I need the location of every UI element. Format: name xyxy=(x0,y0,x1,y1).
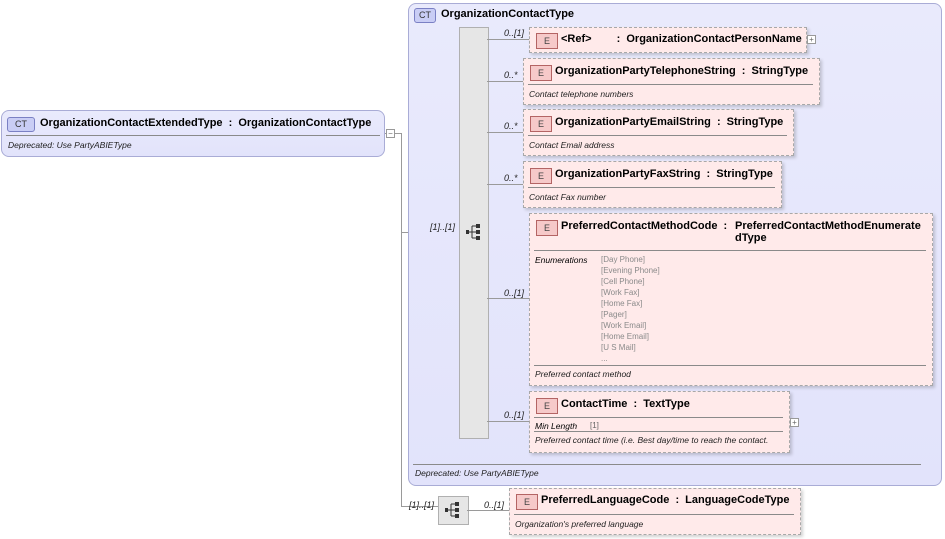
expand-toggle[interactable]: + xyxy=(807,35,816,44)
element-icon: E xyxy=(536,220,558,236)
expand-toggle[interactable]: + xyxy=(790,418,799,427)
complex-type-icon: CT xyxy=(414,8,436,23)
element-type: PreferredContactMethodEnumerate xyxy=(735,220,921,232)
facet-value: [1] xyxy=(590,421,599,430)
enumeration-value: [Day Phone] xyxy=(601,255,646,264)
base-documentation: Deprecated: Use PartyABIEType xyxy=(415,468,539,478)
enumeration-value: [Home Email] xyxy=(601,332,650,341)
enumeration-more: ... xyxy=(601,354,608,363)
enumeration-value: [Work Fax] xyxy=(601,288,640,297)
extension-element-cardinality: 0..[1] xyxy=(484,500,505,510)
enumeration-value: [Cell Phone] xyxy=(601,277,645,286)
element-preferred-contact-method-code[interactable]: E PreferredContactMethodCode : Preferred… xyxy=(529,213,933,386)
element-name: OrganizationPartyTelephoneString xyxy=(555,65,736,77)
element-cardinality: 0..[1] xyxy=(504,410,525,420)
element-name: PreferredLanguageCode xyxy=(541,494,670,506)
element-contact-time[interactable]: E ContactTime : TextType Min Length [1] … xyxy=(529,391,790,453)
element-colon: : xyxy=(633,398,638,410)
element-icon: E xyxy=(530,65,552,81)
extension-child-connector xyxy=(467,510,509,511)
base-divider xyxy=(413,464,921,465)
root-complex-type[interactable]: CT OrganizationContactExtendedType : Org… xyxy=(1,110,385,157)
root-collapse-toggle[interactable]: − xyxy=(386,129,395,138)
root-documentation: Deprecated: Use PartyABIEType xyxy=(8,140,132,150)
element-type: StringType xyxy=(751,65,809,77)
element-icon: E xyxy=(530,168,552,184)
extension-sequence-cardinality: [1]..[1] xyxy=(409,500,435,510)
element-type: StringType xyxy=(726,116,784,128)
enumeration-value: [Evening Phone] xyxy=(601,266,660,275)
element-colon: : xyxy=(706,168,711,180)
element-cardinality: 0..* xyxy=(504,121,518,131)
element-documentation: Contact telephone numbers xyxy=(529,89,634,99)
element-divider xyxy=(534,417,783,418)
element-type: OrganizationContactPersonName xyxy=(626,33,802,45)
child-connector xyxy=(487,81,523,82)
element-colon: : xyxy=(616,33,621,45)
child-connector xyxy=(487,421,529,422)
element-documentation: Contact Email address xyxy=(529,140,615,150)
element-ref-organization-contact-person-name[interactable]: E <Ref> : OrganizationContactPersonName xyxy=(529,27,807,53)
element-colon: : xyxy=(675,494,680,506)
element-icon: E xyxy=(516,494,538,510)
enumeration-value: [Home Fax] xyxy=(601,299,643,308)
element-documentation: Preferred contact time (i.e. Best day/ti… xyxy=(535,435,769,445)
element-icon: E xyxy=(530,116,552,132)
element-type: LanguageCodeType xyxy=(685,494,790,506)
element-organization-party-email-string[interactable]: E OrganizationPartyEmailString : StringT… xyxy=(523,109,794,156)
facet-label: Min Length xyxy=(535,421,578,431)
element-divider xyxy=(528,135,787,136)
enumeration-value: [U S Mail] xyxy=(601,343,636,352)
complex-type-icon: CT xyxy=(7,117,35,132)
element-cardinality: 0..[1] xyxy=(504,288,525,298)
element-cardinality: 0..[1] xyxy=(504,28,525,38)
child-connector xyxy=(487,298,529,299)
root-base-type: OrganizationContactType xyxy=(238,117,372,129)
element-name: ContactTime xyxy=(561,398,628,410)
element-name: PreferredContactMethodCode xyxy=(561,220,718,232)
facet-label: Enumerations xyxy=(535,255,588,265)
child-connector xyxy=(487,184,523,185)
ext-connector xyxy=(401,506,438,507)
element-organization-party-fax-string[interactable]: E OrganizationPartyFaxString : StringTyp… xyxy=(523,161,782,208)
element-documentation: Organization's preferred language xyxy=(515,519,644,529)
sequence-compositor[interactable] xyxy=(459,27,489,439)
element-organization-party-telephone-string[interactable]: E OrganizationPartyTelephoneString : Str… xyxy=(523,58,820,105)
element-divider xyxy=(528,187,775,188)
element-type: StringType xyxy=(716,168,773,180)
root-type-name: OrganizationContactExtendedType xyxy=(40,117,223,129)
element-colon: : xyxy=(741,65,746,77)
enumeration-value: [Work Email] xyxy=(601,321,647,330)
element-divider xyxy=(514,514,794,515)
base-type-name: OrganizationContactType xyxy=(441,8,575,20)
element-cardinality: 0..* xyxy=(504,173,518,183)
element-type: TextType xyxy=(643,398,690,410)
sequence-icon xyxy=(466,224,482,243)
element-colon: : xyxy=(723,220,728,232)
element-divider xyxy=(534,250,926,251)
element-name: OrganizationPartyEmailString xyxy=(555,116,711,128)
root-divider xyxy=(6,135,380,136)
base-sequence-cardinality: [1]..[1] xyxy=(430,222,456,232)
element-cardinality: 0..* xyxy=(504,70,518,80)
enumeration-list: [Day Phone] [Evening Phone] [Cell Phone]… xyxy=(601,254,660,364)
element-preferred-language-code[interactable]: E PreferredLanguageCode : LanguageCodeTy… xyxy=(509,488,801,535)
element-documentation: Preferred contact method xyxy=(535,369,631,379)
enumeration-value: [Pager] xyxy=(601,310,627,319)
child-connector xyxy=(487,39,529,40)
element-divider xyxy=(534,431,783,432)
element-name: OrganizationPartyFaxString xyxy=(555,168,701,180)
element-divider xyxy=(534,365,926,366)
root-type-colon: : xyxy=(228,117,233,129)
sequence-icon xyxy=(445,502,461,521)
element-name: <Ref> xyxy=(561,33,592,45)
root-vertical-line xyxy=(401,133,402,507)
element-icon: E xyxy=(536,33,558,49)
element-colon: : xyxy=(716,116,721,128)
child-connector xyxy=(487,132,523,133)
element-divider xyxy=(528,84,813,85)
element-documentation: Contact Fax number xyxy=(529,192,607,202)
element-type-continued: dType xyxy=(735,232,767,244)
element-icon: E xyxy=(536,398,558,414)
